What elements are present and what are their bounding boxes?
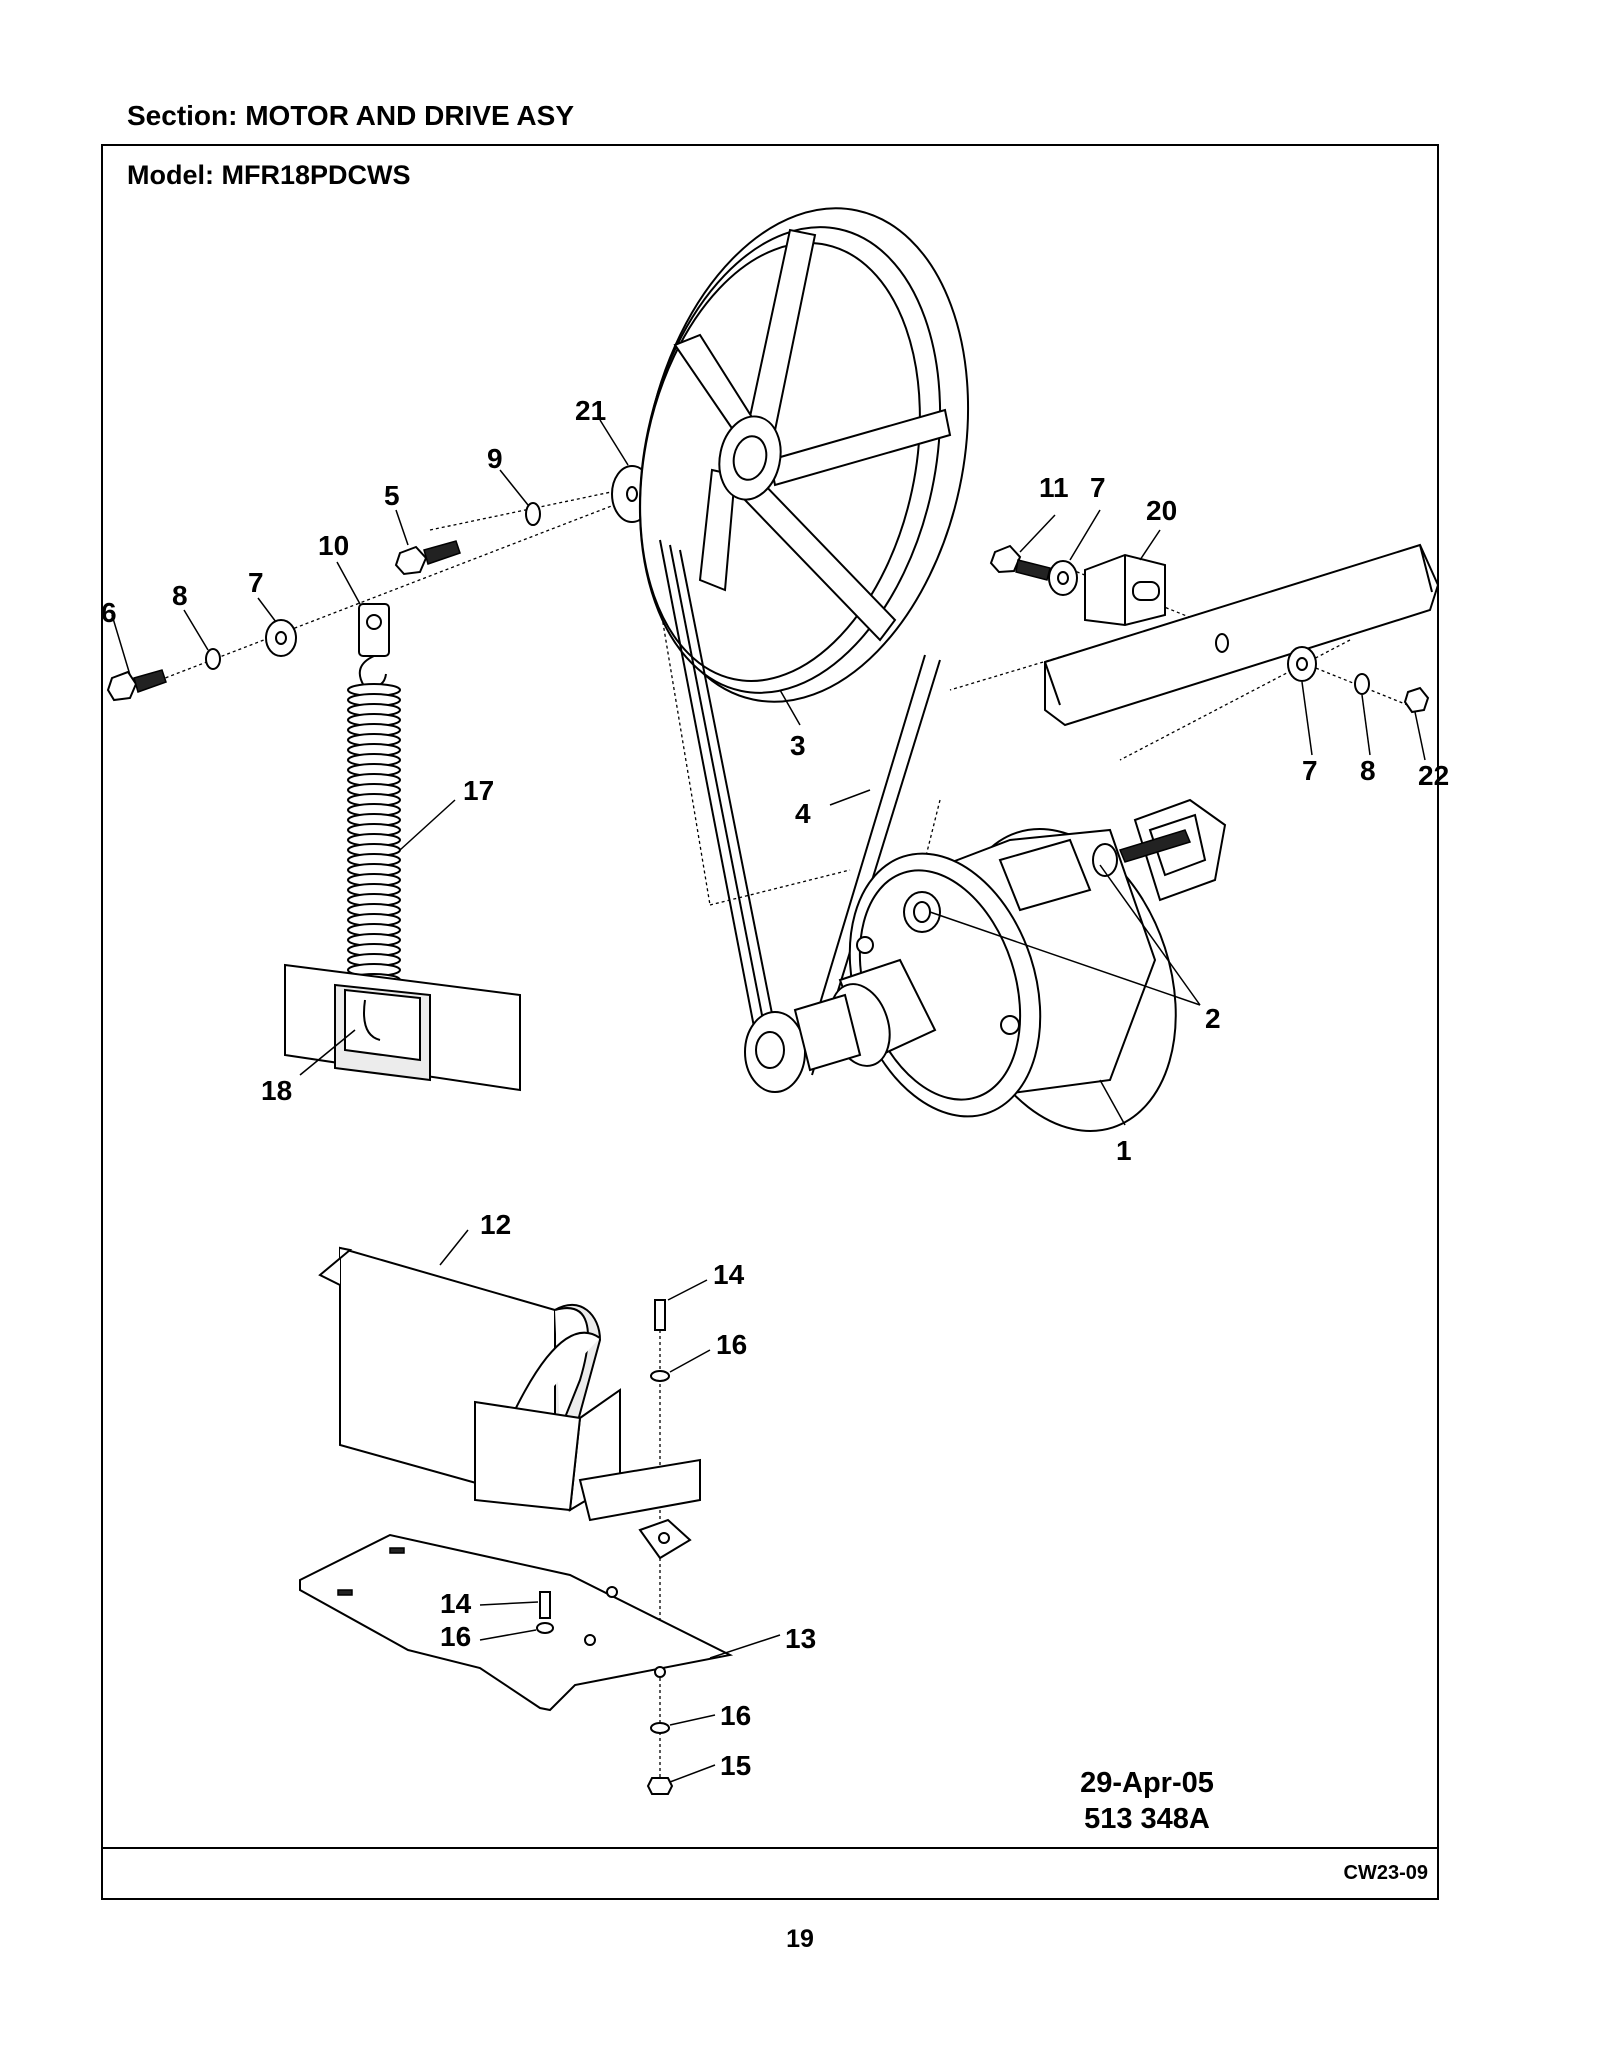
washer-part-7-upper [1048,560,1078,596]
callout-12: 12 [480,1209,511,1240]
belt-part-4 [659,539,941,1093]
nut-part-22 [1403,686,1430,714]
washer-part-16-upper [650,1370,670,1382]
callout-20: 20 [1146,495,1177,526]
diagram-frame [101,144,1439,1900]
callout-16-upper: 16 [716,1329,747,1360]
pulley-part-3 [638,207,970,703]
screw-part-14-upper [654,1299,666,1331]
base-plate-part-13 [299,1518,734,1712]
model-title: Model: MFR18PDCWS [127,160,411,190]
callout-11: 11 [1039,472,1069,503]
washer-part-16-lower [536,1622,554,1634]
callout-21: 21 [575,395,606,426]
motor-part-1 [793,798,1227,1132]
bolt-part-6 [106,669,167,702]
clip-part-20 [1084,553,1166,627]
callout-7-left: 7 [248,567,264,598]
callout-15: 15 [720,1750,751,1781]
callout-17: 17 [463,775,494,806]
washer-part-7-right [1287,646,1317,682]
callout-9: 9 [487,443,503,474]
washer-part-16-bottom [650,1722,670,1734]
callout-13: 13 [785,1623,816,1654]
bracket-part-18 [284,963,521,1092]
spring-part-17 [347,603,401,1022]
leader-lines [111,419,1426,1783]
callout-7-right: 7 [1302,755,1318,786]
page-code: CW23-09 [1343,1862,1428,1884]
footer-divider [101,1847,1439,1849]
lock-washer-part-9 [525,502,541,526]
cover-part-12 [318,1246,701,1522]
bolt-part-5 [394,540,461,576]
callout-5: 5 [384,480,400,511]
lock-washer-part-8 [205,648,221,670]
callout-7-upper: 7 [1090,472,1106,503]
washer-part-7-left [265,619,297,657]
callout-18: 18 [261,1075,292,1106]
callout-22: 22 [1418,760,1449,791]
callout-16-lower: 16 [440,1621,471,1652]
callout-10: 10 [318,530,349,561]
callout-4: 4 [795,798,811,829]
lock-washer-part-8-right [1354,673,1370,695]
callout-1: 1 [1116,1135,1132,1166]
rail-bracket [1044,543,1440,727]
callout-labels: 21 9 5 10 7 8 6 17 18 3 4 11 7 20 7 8 22… [101,395,1449,1781]
section-title: Section: MOTOR AND DRIVE ASY [127,100,575,131]
callout-8-right: 8 [1360,755,1376,786]
nut-part-15 [646,1777,674,1795]
callout-3: 3 [790,730,806,761]
callout-8-left: 8 [172,580,188,611]
callout-2: 2 [1205,1003,1221,1034]
bolt-part-11 [989,544,1051,581]
screw-part-14-lower [539,1591,551,1619]
callout-6: 6 [101,597,117,628]
page-number: 19 [786,1925,814,1953]
callout-16-bottom: 16 [720,1700,751,1731]
callout-14-lower: 14 [440,1588,472,1619]
callout-14-upper: 14 [713,1259,745,1290]
drawing-number: 513 348A [1084,1803,1210,1835]
drawing-date: 29-Apr-05 [1080,1767,1214,1799]
